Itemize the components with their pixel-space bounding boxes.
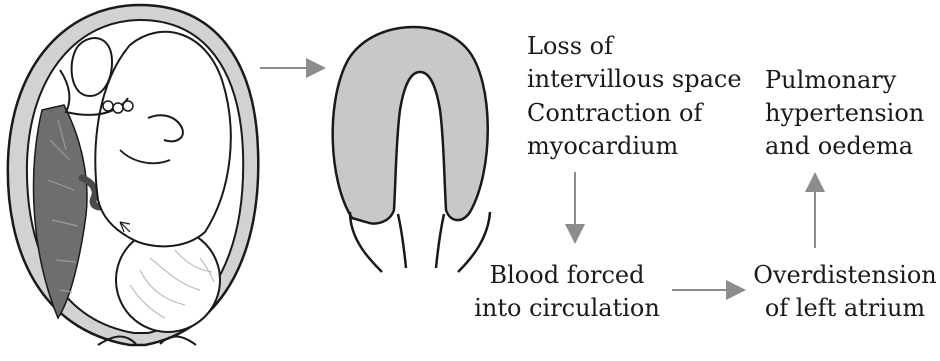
label-pulmonary: Pulmonary hypertension and oedema	[765, 64, 924, 163]
label-line: Blood forced	[462, 259, 672, 292]
label-line: Overdistension	[752, 259, 938, 292]
label-line: hypertension	[765, 97, 924, 130]
label-line: and oedema	[765, 130, 924, 163]
label-line: myocardium	[527, 130, 702, 163]
label-line: intervillous space	[527, 63, 742, 96]
label-line: Pulmonary	[765, 64, 924, 97]
label-line: Loss of	[527, 30, 742, 63]
label-loss-intervillous: Loss of intervillous space	[527, 30, 742, 96]
label-blood-forced: Blood forced into circulation	[462, 259, 672, 325]
label-line: of left atrium	[752, 292, 938, 325]
label-contraction: Contraction of myocardium	[527, 97, 702, 163]
label-line: into circulation	[462, 292, 672, 325]
pregnant-uterus-icon	[8, 5, 258, 345]
contracted-uterus-icon	[333, 27, 490, 272]
label-overdistension: Overdistension of left atrium	[752, 259, 938, 325]
label-line: Contraction of	[527, 97, 702, 130]
